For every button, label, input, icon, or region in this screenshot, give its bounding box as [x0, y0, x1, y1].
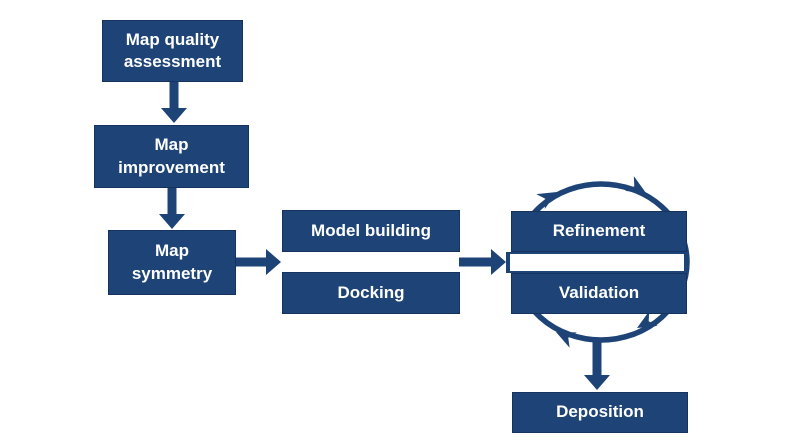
cycle-arrowhead-top-left-icon — [536, 192, 557, 209]
cycle-arrowhead-top-right-icon — [625, 176, 646, 193]
arrow-model-building-docking-to-refinement-validation — [459, 249, 506, 275]
arrow-map-improvement-to-map-symmetry — [159, 188, 185, 229]
node-label-line: Map — [154, 135, 189, 155]
node-label-line: assessment — [123, 52, 222, 71]
cycle-arrowhead-bottom-left-icon — [556, 332, 577, 348]
node-model-building: Model building — [282, 210, 460, 252]
arrow-map-symmetry-to-model-building-docking — [236, 249, 281, 275]
node-refinement: Refinement — [511, 211, 687, 252]
node-map-improvement: Map improvement — [94, 125, 249, 188]
node-label: Validation — [558, 283, 640, 303]
node-map-symmetry: Map symmetry — [108, 230, 236, 295]
arrow-map-quality-to-map-improvement — [161, 82, 187, 123]
node-label: Deposition — [556, 402, 644, 422]
node-label-line: Map — [155, 241, 189, 261]
node-label: Model building — [311, 220, 431, 240]
refinement-validation-gap-box — [506, 252, 688, 273]
node-label: Refinement — [552, 221, 646, 241]
node-label-line: improvement — [118, 157, 225, 177]
node-label-line: symmetry — [131, 263, 213, 283]
node-deposition: Deposition — [512, 392, 688, 433]
cycle-arrowhead-bottom-right-icon — [637, 311, 658, 328]
node-validation: Validation — [511, 273, 687, 314]
node-map-quality-assessment: Map quality assessment — [102, 20, 243, 82]
node-docking: Docking — [282, 272, 460, 314]
arrow-cycle-to-deposition — [584, 338, 610, 390]
node-label-line: Map quality — [125, 29, 220, 49]
node-label: Docking — [337, 282, 405, 302]
